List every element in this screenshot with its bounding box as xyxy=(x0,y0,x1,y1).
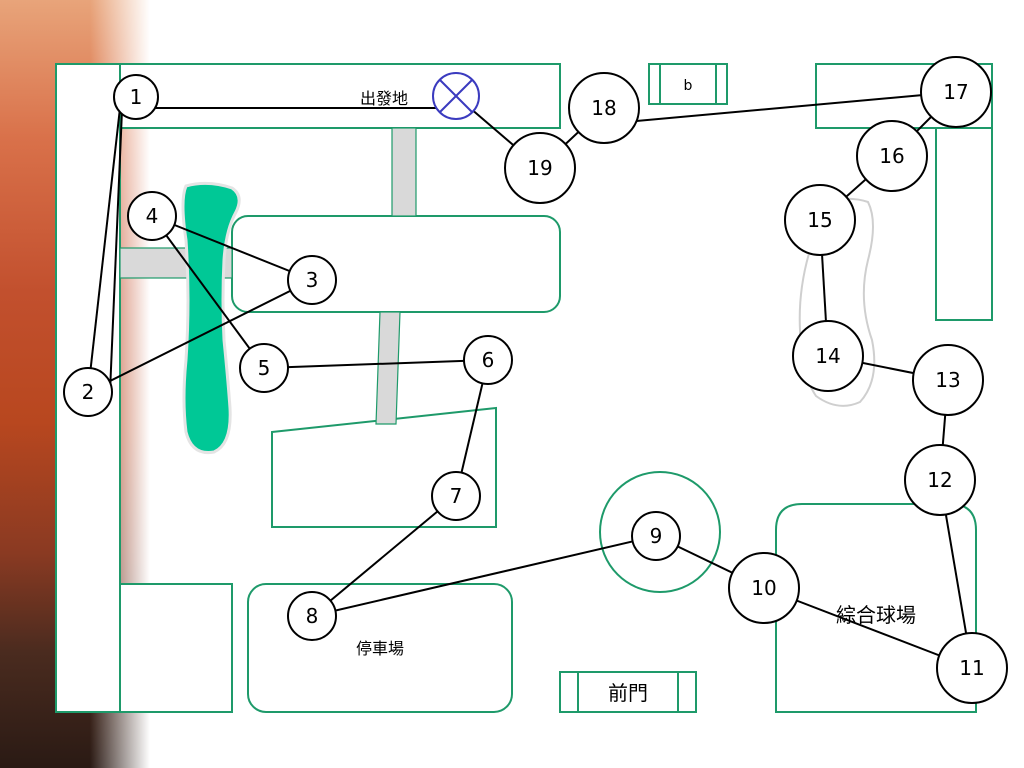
stop-number: 16 xyxy=(879,144,904,168)
stop-number: 7 xyxy=(450,484,463,508)
stop-number: 17 xyxy=(943,80,968,104)
stop-number: 10 xyxy=(751,576,776,600)
building-b xyxy=(648,63,728,105)
sports-field-label: 綜合球場 xyxy=(836,603,916,627)
stop-circle xyxy=(287,591,337,641)
route-lines xyxy=(87,91,973,669)
stop-circle xyxy=(728,552,800,624)
walkway-north xyxy=(391,127,417,217)
stop-circle xyxy=(912,344,984,416)
stop-4: 4 xyxy=(127,191,177,241)
stop-11: 11 xyxy=(936,632,1008,704)
start-label: 出發地 xyxy=(360,89,408,108)
front-gate-label: 前門 xyxy=(608,681,648,705)
walkway-south xyxy=(375,311,401,425)
stop-8: 8 xyxy=(287,591,337,641)
stop-circle xyxy=(127,191,177,241)
stop-13: 13 xyxy=(912,344,984,416)
stop-circle xyxy=(904,444,976,516)
stop-circle xyxy=(631,511,681,561)
stop-circle xyxy=(856,120,928,192)
stop-1: 1 xyxy=(113,74,159,120)
stop-14: 14 xyxy=(792,320,864,392)
stop-15: 15 xyxy=(784,184,856,256)
stop-number: 14 xyxy=(815,344,840,368)
start-building xyxy=(119,63,561,129)
stop-circle xyxy=(239,343,289,393)
stop-circle xyxy=(568,72,640,144)
stop-circle xyxy=(63,367,113,417)
stop-12: 12 xyxy=(904,444,976,516)
stop-number: 11 xyxy=(959,656,984,680)
parking-label: 停車場 xyxy=(356,639,404,658)
stop-16: 16 xyxy=(856,120,928,192)
stop-circle xyxy=(792,320,864,392)
stop-18: 18 xyxy=(568,72,640,144)
stop-17: 17 xyxy=(920,56,992,128)
lower-left-building xyxy=(119,583,233,713)
stop-number: 6 xyxy=(482,348,495,372)
stop-circle xyxy=(936,632,1008,704)
stop-7: 7 xyxy=(431,471,481,521)
stop-circle xyxy=(113,74,159,120)
stop-3: 3 xyxy=(287,255,337,305)
pond xyxy=(181,181,241,455)
stop-number: 5 xyxy=(258,356,271,380)
building-b-label: b xyxy=(684,78,693,94)
stop-9: 9 xyxy=(631,511,681,561)
stop-circle xyxy=(784,184,856,256)
stop-number: 15 xyxy=(807,208,832,232)
stop-circle xyxy=(504,132,576,204)
stop-circle xyxy=(920,56,992,128)
stop-circle xyxy=(287,255,337,305)
stop-circle xyxy=(463,335,513,385)
stop-19: 19 xyxy=(504,132,576,204)
stop-number: 18 xyxy=(591,96,616,120)
stop-number: 4 xyxy=(146,204,159,228)
stop-number: 13 xyxy=(935,368,960,392)
stop-number: 12 xyxy=(927,468,952,492)
front-gate xyxy=(559,671,697,713)
stop-2: 2 xyxy=(63,367,113,417)
stop-number: 8 xyxy=(306,604,319,628)
stop-number: 19 xyxy=(527,156,552,180)
stop-number: 3 xyxy=(306,268,319,292)
stop-6: 6 xyxy=(463,335,513,385)
stop-10: 10 xyxy=(728,552,800,624)
central-building xyxy=(231,215,561,313)
crossed-circle-icon xyxy=(432,72,480,120)
stop-number: 9 xyxy=(650,524,663,548)
stop-5: 5 xyxy=(239,343,289,393)
right-wing-building xyxy=(935,127,993,321)
stop-number: 1 xyxy=(130,85,143,109)
stop-circle xyxy=(431,471,481,521)
stop-number: 2 xyxy=(82,380,95,404)
